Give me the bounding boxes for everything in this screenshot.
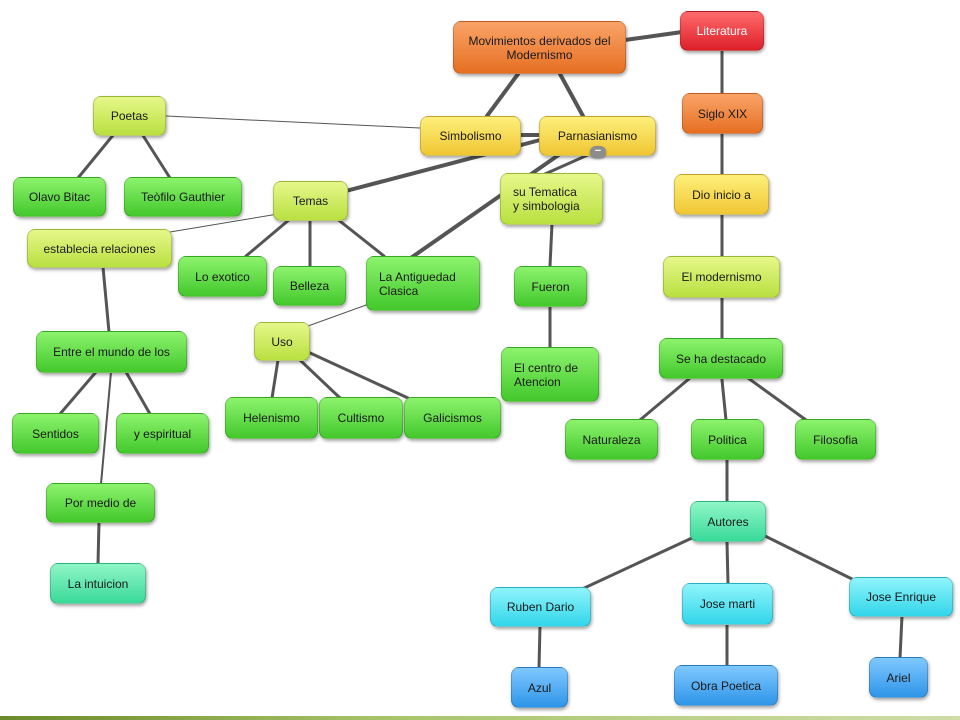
node-centro-atencion[interactable]: El centro de Atencion — [501, 347, 599, 402]
node-naturaleza[interactable]: Naturaleza — [565, 419, 658, 460]
edge — [306, 350, 410, 400]
node-entre-el-mundo[interactable]: Entre el mundo de los — [36, 331, 187, 373]
node-por-medio-de[interactable]: Por medio de — [46, 483, 155, 523]
node-sentidos[interactable]: Sentidos — [12, 413, 99, 454]
edge — [101, 265, 111, 334]
edge — [76, 132, 116, 180]
node-politica[interactable]: Politica — [691, 419, 764, 460]
edge — [638, 376, 692, 422]
node-fueron[interactable]: Fueron — [514, 266, 587, 307]
node-el-modernismo[interactable]: El modernismo — [663, 256, 780, 298]
edge — [578, 536, 694, 592]
node-azul[interactable]: Azul — [511, 667, 568, 708]
edge — [244, 217, 292, 258]
node-temas[interactable]: Temas — [273, 181, 348, 221]
node-ruben-dario[interactable]: Ruben Dario — [490, 587, 591, 627]
node-siglo-xix[interactable]: Siglo XIX — [682, 93, 763, 134]
edge — [165, 115, 421, 129]
edge — [548, 222, 554, 268]
node-dio-inicio[interactable]: Dio inicio a — [674, 174, 769, 215]
edge — [403, 152, 562, 264]
node-y-espiritual[interactable]: y espiritual — [116, 413, 209, 454]
edge — [485, 72, 520, 118]
edge — [543, 152, 592, 176]
edge — [140, 132, 172, 180]
node-belleza[interactable]: Belleza — [273, 266, 346, 306]
node-literatura[interactable]: Literatura — [680, 11, 764, 51]
node-cultismo[interactable]: Cultismo — [319, 397, 403, 439]
node-tematica-simbologia[interactable]: su Tematica y simbologia — [500, 173, 603, 225]
node-simbolismo[interactable]: Simbolismo — [420, 116, 521, 156]
collapse-toggle[interactable]: − — [590, 146, 606, 158]
edge — [169, 213, 279, 233]
bottom-divider — [0, 716, 960, 720]
edge — [270, 358, 280, 400]
node-obra-poetica[interactable]: Obra Poetica — [674, 665, 778, 706]
node-olavo-bitac[interactable]: Olavo Bitac — [13, 177, 106, 217]
edge — [96, 520, 101, 566]
edge — [100, 371, 112, 485]
node-poetas[interactable]: Poetas — [93, 96, 166, 136]
node-antiguedad-clasica[interactable]: La Antiguedad Clasica — [366, 256, 480, 311]
node-uso[interactable]: Uso — [254, 322, 310, 361]
edge — [537, 624, 542, 670]
node-galicismos[interactable]: Galicismos — [404, 397, 501, 439]
edge — [298, 358, 342, 400]
node-teofilo-gauthier[interactable]: Teòfilo Gauthier — [124, 177, 242, 217]
node-lo-exotico[interactable]: Lo exotico — [178, 256, 267, 297]
edge — [124, 370, 152, 416]
edge — [746, 376, 808, 422]
edge — [334, 216, 386, 258]
node-establecia-relaciones[interactable]: establecia relaciones — [27, 229, 172, 268]
edge — [763, 534, 856, 582]
edge — [623, 30, 684, 42]
edge — [58, 370, 98, 416]
node-movimientos[interactable]: Movimientos derivados del Modernismo — [453, 21, 626, 74]
edge — [720, 378, 728, 422]
edge — [558, 72, 585, 118]
node-la-intuicion[interactable]: La intuicion — [50, 563, 146, 604]
node-helenismo[interactable]: Helenismo — [225, 397, 318, 439]
edge — [898, 614, 904, 660]
node-jose-marti[interactable]: Jose marti — [682, 583, 773, 625]
node-se-ha-destacado[interactable]: Se ha destacado — [659, 338, 783, 379]
node-jose-enrique[interactable]: Jose Enrique — [849, 577, 953, 617]
node-ariel[interactable]: Ariel — [869, 657, 928, 698]
node-autores[interactable]: Autores — [690, 501, 766, 542]
edge — [725, 540, 730, 586]
node-filosofia[interactable]: Filosofia — [795, 419, 876, 460]
